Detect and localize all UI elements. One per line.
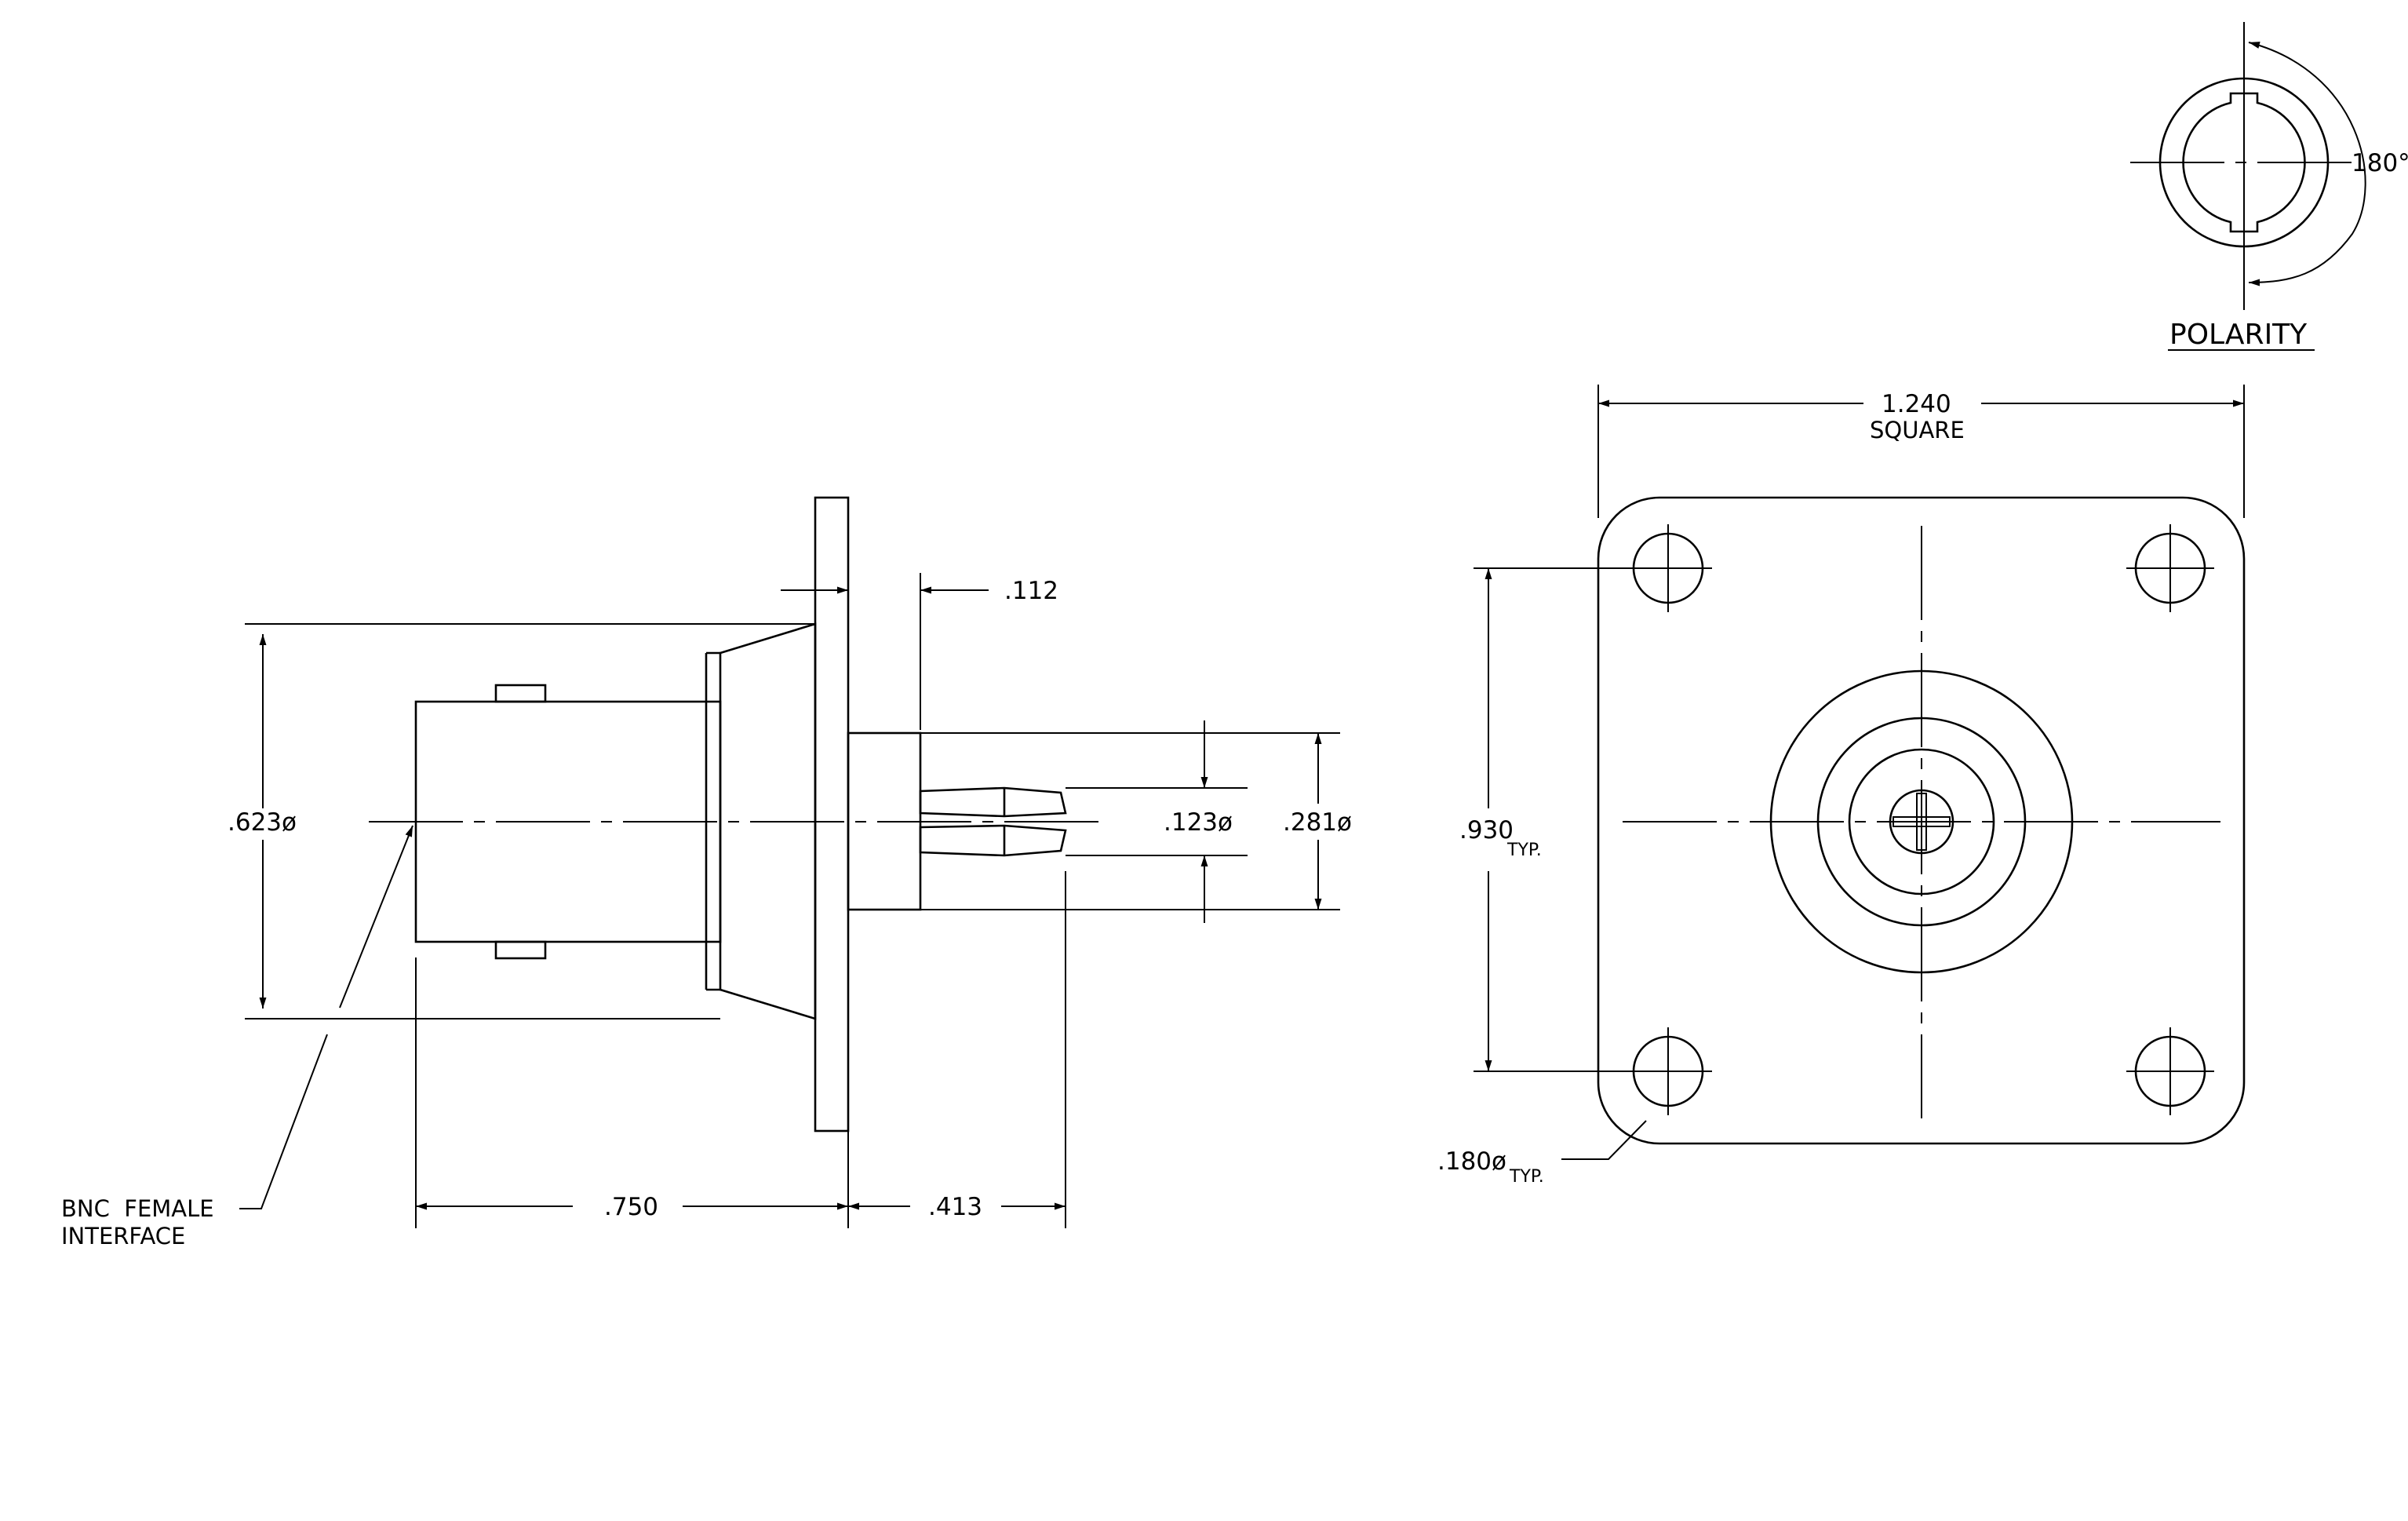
- hole-spacing-note: TYP.: [1506, 841, 1542, 860]
- interface-note-line1: BNC FEMALE: [61, 1195, 214, 1222]
- hole-diameter-note: TYP.: [1509, 1167, 1544, 1187]
- polarity-angle-label: 180°: [2352, 149, 2408, 177]
- mounting-hole-br: [2126, 1027, 2214, 1115]
- interface-note-line2: INTERFACE: [61, 1223, 185, 1249]
- width-note: SQUARE: [1870, 417, 1965, 443]
- polarity-view: 180° POLARITY: [2130, 22, 2408, 351]
- polarity-keyed-insert: [2182, 92, 2306, 233]
- rear-diameter-label: .281ø: [1283, 808, 1352, 837]
- flange-square: [1597, 496, 2246, 1145]
- pin-diameter-label: .123ø: [1164, 808, 1233, 837]
- polarity-rotation-arrow: [2248, 42, 2366, 286]
- width-label: 1.240: [1882, 390, 1951, 418]
- side-view: .623ø .112 .123ø .281ø .750 .413 BNC FEM…: [61, 496, 1352, 1249]
- mounting-hole-bl: [1624, 1027, 1712, 1115]
- flange-thickness-label: .112: [1004, 577, 1058, 605]
- bayonet-stud-bottom: [494, 940, 547, 960]
- front-view: 1.240 SQUARE .930 TYP. .180ø TYP.: [1437, 385, 2246, 1187]
- body-diameter-label: .623ø: [228, 808, 297, 837]
- rear-length-label: .413: [928, 1193, 982, 1221]
- hole-spacing-label: .930: [1459, 816, 1514, 844]
- mounting-flange: [814, 496, 850, 1133]
- mounting-hole-tr: [2126, 524, 2214, 612]
- polarity-title: POLARITY: [2169, 319, 2308, 351]
- rear-contact: [919, 786, 1067, 818]
- hole-diameter-label: .180ø: [1437, 1147, 1506, 1176]
- bayonet-stud-top: [494, 684, 547, 703]
- mounting-hole-tl: [1624, 524, 1712, 612]
- front-length-label: .750: [604, 1193, 658, 1221]
